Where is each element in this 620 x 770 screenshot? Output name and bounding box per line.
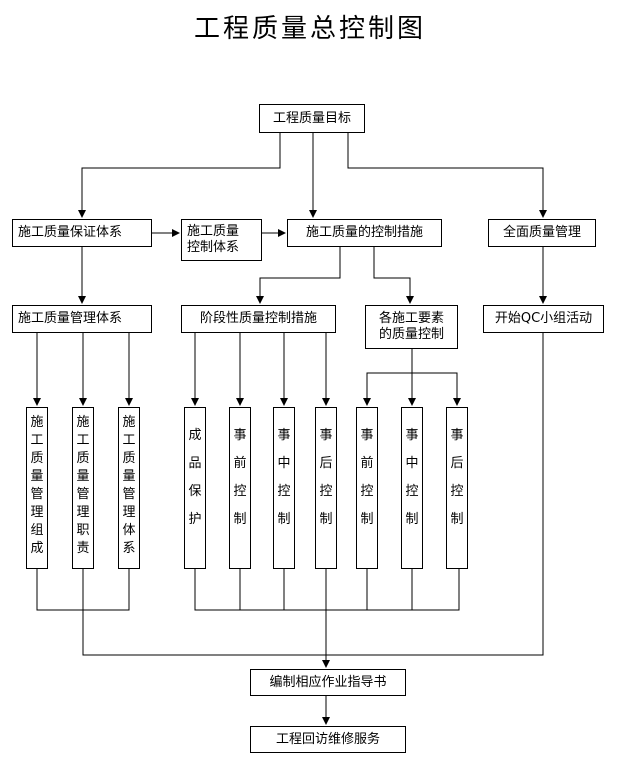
node-control-system: 施工质量 控制体系 xyxy=(181,219,262,261)
vnode-element-pre-control: 事前控制 xyxy=(356,407,378,569)
node-revisit-service: 工程回访维修服务 xyxy=(250,726,406,753)
vnode-stage-mid-control: 事中控制 xyxy=(273,407,295,569)
node-management-system: 施工质量管理体系 xyxy=(12,305,152,333)
arrow-goal-to-assurance xyxy=(78,133,281,218)
node-stage-measures: 阶段性质量控制措施 xyxy=(181,305,336,333)
node-assurance-system: 施工质量保证体系 xyxy=(12,219,152,247)
vnode-stage-post-control: 事后控制 xyxy=(315,407,337,569)
vnode-management-system: 施工质量管理体系 xyxy=(118,407,140,569)
arrow-goal-to-total xyxy=(347,133,547,218)
node-quality-goal: 工程质量目标 xyxy=(259,104,365,133)
node-total-quality: 全面质量管理 xyxy=(488,219,596,247)
page-title: 工程质量总控制图 xyxy=(193,14,426,44)
vnode-stage-pre-control: 事前控制 xyxy=(229,407,251,569)
arrow-measures-to-stage xyxy=(256,247,341,304)
vnode-management-composition: 施工质量管理组成 xyxy=(26,407,48,569)
vnode-element-post-control: 事后控制 xyxy=(446,407,468,569)
vnode-product-protection: 成品保护 xyxy=(184,407,206,569)
node-element-control: 各施工要素 的质量控制 xyxy=(365,305,458,349)
vnode-element-mid-control: 事中控制 xyxy=(401,407,423,569)
arrow-measures-to-element xyxy=(373,247,414,304)
vnode-management-duties: 施工质量管理职责 xyxy=(72,407,94,569)
node-control-measures: 施工质量的控制措施 xyxy=(287,219,442,247)
node-qc-activity: 开始QC小组活动 xyxy=(483,305,604,333)
node-work-guide: 编制相应作业指导书 xyxy=(250,669,406,696)
